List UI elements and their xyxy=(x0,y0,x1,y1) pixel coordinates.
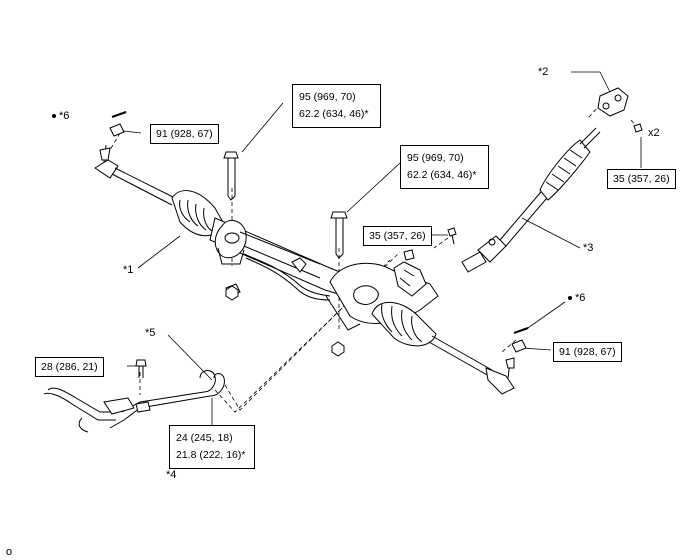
leader-lines xyxy=(123,71,642,425)
right-nut xyxy=(511,339,527,353)
torque-value-alt: 62.2 (634, 46)* xyxy=(407,169,477,181)
gear-housing xyxy=(325,249,439,331)
dashed-assembly-lines xyxy=(109,103,637,413)
bullet-dot xyxy=(52,114,56,119)
footer-code: o xyxy=(6,546,13,558)
torque-value-alt: 21.8 (222, 16)* xyxy=(176,449,246,461)
rack-housing xyxy=(209,217,351,301)
right-mounting-bolt xyxy=(330,211,348,259)
nut-bottom-right xyxy=(331,341,345,357)
torque-value-alt: 62.2 (634, 46)* xyxy=(299,108,369,120)
callout-1: *1 xyxy=(123,264,134,276)
left-mounting-bolt xyxy=(223,151,239,201)
torque-box-left-nut: 91 (928, 67) xyxy=(150,124,219,144)
joint-bolt xyxy=(447,227,457,245)
torque-value: 24 (245, 18) xyxy=(176,432,233,444)
torque-box-union: 24 (245, 18) 21.8 (222, 16)* xyxy=(169,425,255,469)
right-cotter-pin xyxy=(513,327,529,334)
bracket-bolt xyxy=(633,123,643,133)
left-nut xyxy=(109,123,125,137)
callout-4: *4 xyxy=(166,469,177,481)
torque-value: 95 (969, 70) xyxy=(299,91,356,103)
callout-6-right: *6 xyxy=(568,292,585,304)
hydraulic-lines xyxy=(43,370,225,433)
right-boot xyxy=(371,301,437,347)
torque-box-right-bolt: 95 (969, 70) 62.2 (634, 46)* xyxy=(400,145,489,189)
column-bracket xyxy=(597,87,629,117)
intermediate-shaft xyxy=(461,127,601,273)
quantity-label: x2 xyxy=(648,127,660,139)
bracket-mounting-bolt xyxy=(135,359,147,378)
torque-box-bracket-bolt: 28 (286, 21) xyxy=(35,357,104,377)
callout-6-left: *6 xyxy=(52,110,69,122)
callout-2: *2 xyxy=(538,66,549,78)
torque-box-right-nut: 91 (928, 67) xyxy=(553,342,622,362)
torque-value: 95 (969, 70) xyxy=(407,152,464,164)
left-boot xyxy=(171,190,225,237)
torque-box-joint-bolt: 35 (357, 26) xyxy=(363,226,432,246)
callout-5: *5 xyxy=(145,327,156,339)
callout-3: *3 xyxy=(583,242,594,254)
bullet-dot xyxy=(568,296,572,301)
torque-box-cover-bolt: 35 (357, 26) xyxy=(607,169,676,189)
left-tie-rod xyxy=(94,144,176,206)
right-tie-rod xyxy=(428,335,515,395)
left-cotter-pin xyxy=(111,111,127,118)
torque-box-left-bolt: 95 (969, 70) 62.2 (634, 46)* xyxy=(292,84,381,128)
nut-bottom-left xyxy=(225,285,239,301)
